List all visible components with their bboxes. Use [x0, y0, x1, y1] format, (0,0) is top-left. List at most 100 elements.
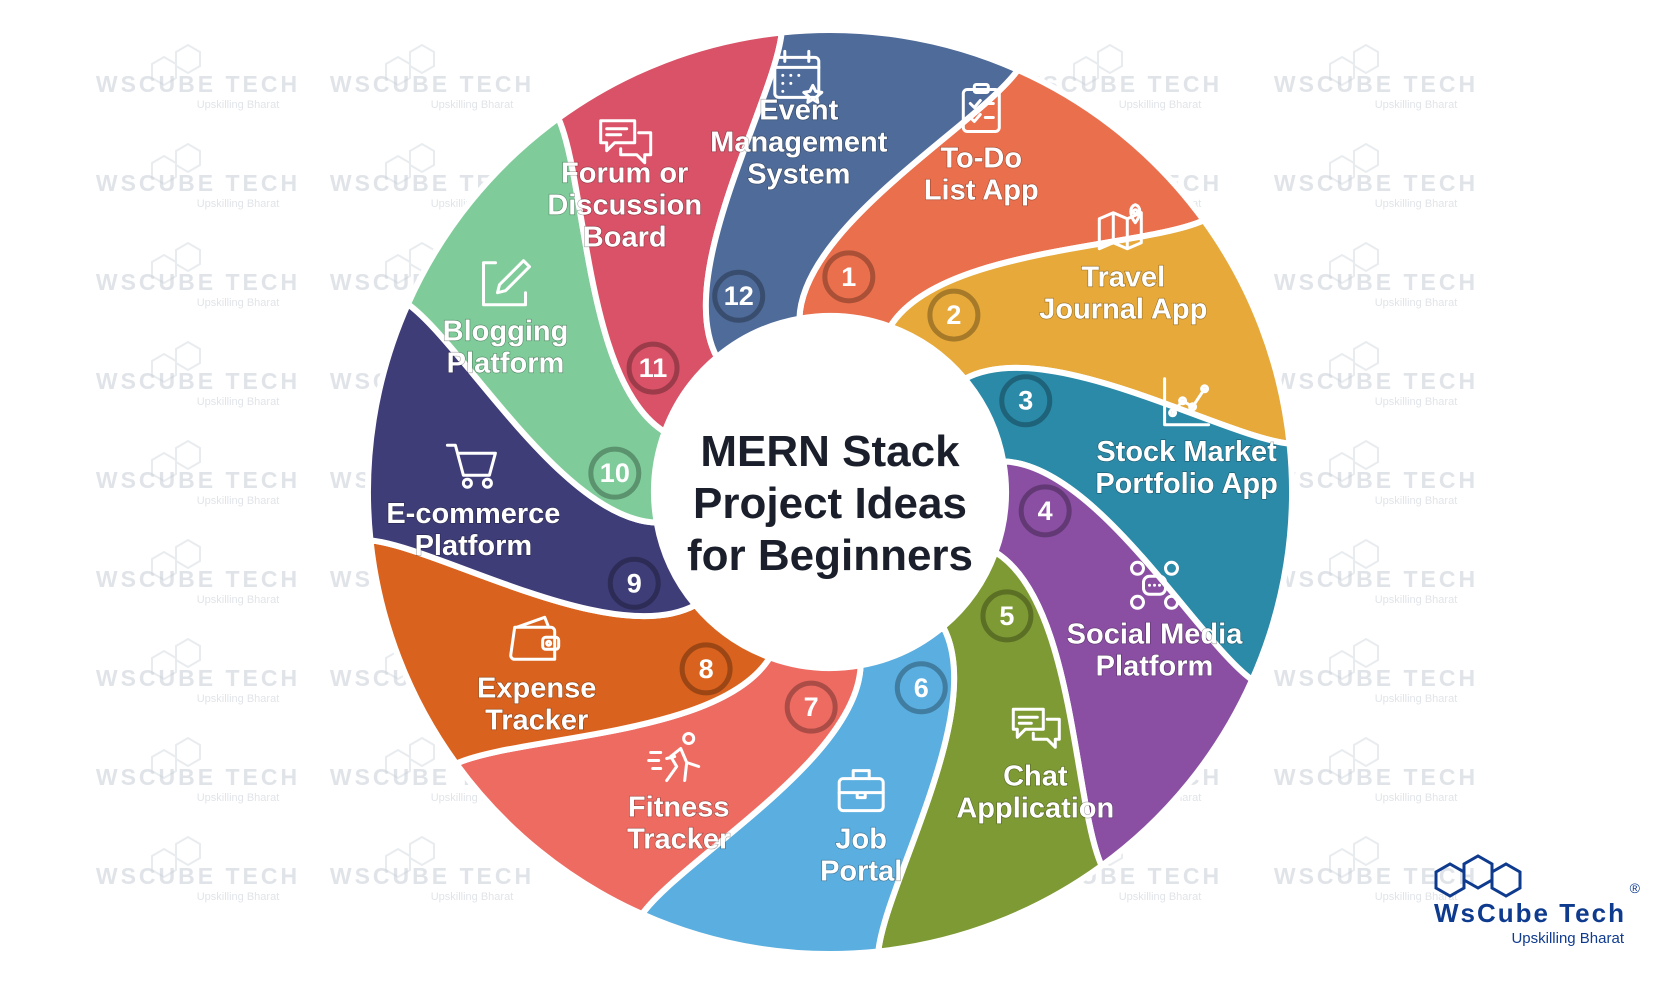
badge-number-8: 8	[699, 654, 714, 684]
badge-number-3: 3	[1018, 386, 1033, 416]
line-chart-icon	[1163, 377, 1211, 427]
svg-text:Upskilling Bharat: Upskilling Bharat	[197, 594, 280, 606]
chat-icon	[1011, 707, 1061, 749]
watermark-tile: WSCUBE TECH Upskilling Bharat	[96, 142, 300, 210]
svg-text:WSCUBE TECH: WSCUBE TECH	[1274, 764, 1478, 790]
number-badge-12: 12	[712, 269, 766, 323]
svg-text:Upskilling Bharat: Upskilling Bharat	[1375, 891, 1458, 903]
watermark-tile: WSCUBE TECH Upskilling Bharat	[1274, 43, 1478, 111]
svg-text:Upskilling Bharat: Upskilling Bharat	[197, 693, 280, 705]
edit-icon	[482, 259, 531, 307]
runner-icon	[647, 732, 701, 782]
svg-text:WSCUBE TECH: WSCUBE TECH	[96, 269, 300, 295]
segment-label-4-line-1: Social Media	[1067, 618, 1244, 650]
network-icon	[1130, 560, 1179, 610]
segment-label-5-line-1: Chat	[1003, 760, 1068, 792]
watermark-tile: WSCUBE TECH Upskilling Bharat	[1274, 142, 1478, 210]
watermark-tile: WSCUBE TECH Upskilling Bharat	[1274, 637, 1478, 705]
segment-12	[702, 26, 1021, 361]
watermark-tile: WSCUBE TECH Upskilling Bharat	[96, 637, 300, 705]
segment-label-5-line-2: Application	[956, 792, 1114, 824]
badge-number-11: 11	[639, 353, 668, 383]
svg-text:Upskilling Bharat: Upskilling Bharat	[1375, 198, 1458, 210]
segment-label-11-line-3: Board	[583, 222, 667, 254]
segment-label-12-line-2: Management	[710, 126, 888, 158]
segment-label-11-line-1: Forum or	[561, 158, 688, 190]
svg-text:Upskilling Bharat: Upskilling Bharat	[1119, 99, 1202, 111]
watermark-tile: WSCUBE TECH Upskilling Bharat	[96, 439, 300, 507]
svg-text:WSCUBE TECH: WSCUBE TECH	[96, 863, 300, 889]
svg-text:WSCUBE TECH: WSCUBE TECH	[1274, 665, 1478, 691]
svg-text:Upskilling Bharat: Upskilling Bharat	[1375, 297, 1458, 309]
number-badge-5: 5	[980, 589, 1034, 643]
badge-number-10: 10	[600, 458, 630, 488]
svg-text:WSCUBE TECH: WSCUBE TECH	[96, 170, 300, 196]
svg-text:Upskilling Bharat: Upskilling Bharat	[1375, 594, 1458, 606]
number-badge-2: 2	[927, 288, 981, 342]
svg-text:Upskilling Bharat: Upskilling Bharat	[197, 891, 280, 903]
number-badge-8: 8	[679, 642, 733, 696]
calendar-icon	[773, 49, 824, 104]
segment-label-8-line-1: Expense	[477, 672, 596, 704]
segment-label-3-line-1: Stock Market	[1096, 436, 1277, 468]
svg-text:WSCUBE TECH: WSCUBE TECH	[1274, 71, 1478, 97]
number-badge-9: 9	[607, 556, 661, 610]
segment-label-12-line-3: System	[747, 158, 850, 190]
number-badge-4: 4	[1018, 484, 1072, 538]
number-badge-7: 7	[784, 680, 838, 734]
watermark-tile: WSCUBE TECH Upskilling Bharat	[1274, 241, 1478, 309]
hexagon-logo-icon	[1434, 854, 1522, 898]
svg-text:Upskilling Bharat: Upskilling Bharat	[197, 297, 280, 309]
segment-label-7-line-1: Fitness	[628, 792, 730, 824]
svg-text:Upskilling Bharat: Upskilling Bharat	[197, 495, 280, 507]
segment-label-2-line-1: Travel	[1081, 262, 1165, 294]
svg-text:Upskilling Bharat: Upskilling Bharat	[197, 198, 280, 210]
svg-text:Upskilling Bharat: Upskilling Bharat	[431, 891, 514, 903]
svg-text:WSCUBE TECH: WSCUBE TECH	[1274, 170, 1478, 196]
segment-label-2-line-2: Journal App	[1039, 294, 1207, 326]
svg-text:WSCUBE TECH: WSCUBE TECH	[96, 467, 300, 493]
segment-label-3-line-2: Portfolio App	[1095, 468, 1278, 500]
wscube-tech-logo: ® WsCube Tech Upskilling Bharat	[1430, 852, 1640, 948]
logo-tagline: Upskilling Bharat	[1511, 930, 1624, 947]
svg-text:WSCUBE TECH: WSCUBE TECH	[96, 665, 300, 691]
number-badge-6: 6	[894, 661, 948, 715]
watermark-tile: WSCUBE TECH Upskilling Bharat	[96, 43, 300, 111]
center-title-line-2: Project Ideas	[693, 479, 967, 528]
number-badge-11: 11	[626, 341, 680, 395]
badge-number-1: 1	[841, 262, 856, 292]
segment-label-1-line-2: List App	[924, 175, 1039, 207]
badge-number-6: 6	[914, 673, 929, 703]
center-title: MERN Stack Project Ideas for Beginners	[687, 427, 973, 580]
segment-label-8-line-2: Tracker	[485, 704, 588, 736]
wallet-icon	[509, 615, 561, 661]
svg-text:Upskilling Bharat: Upskilling Bharat	[1375, 495, 1458, 507]
checklist-icon	[961, 83, 1001, 133]
segment-label-6-line-1: Job	[835, 824, 887, 856]
svg-text:WSCUBE TECH: WSCUBE TECH	[1274, 269, 1478, 295]
segment-label-9-line-2: Platform	[415, 530, 533, 562]
registered-mark: ®	[1629, 880, 1640, 896]
briefcase-icon	[837, 769, 885, 813]
svg-text:WSCUBE TECH: WSCUBE TECH	[96, 71, 300, 97]
svg-text:Upskilling Bharat: Upskilling Bharat	[197, 99, 280, 111]
svg-text:WSCUBE TECH: WSCUBE TECH	[96, 368, 300, 394]
number-badge-3: 3	[999, 374, 1053, 428]
cart-icon	[445, 443, 497, 489]
svg-text:Upskilling Bharat: Upskilling Bharat	[197, 792, 280, 804]
svg-text:Upskilling Bharat: Upskilling Bharat	[1375, 693, 1458, 705]
center-title-line-1: MERN Stack	[700, 427, 960, 476]
svg-text:Upskilling Bharat: Upskilling Bharat	[1375, 99, 1458, 111]
number-badge-10: 10	[588, 446, 642, 500]
badge-number-12: 12	[724, 281, 754, 311]
segment-label-11-line-2: Discussion	[547, 190, 702, 222]
svg-text:Upskilling Bharat: Upskilling Bharat	[431, 99, 514, 111]
svg-text:Upskilling Bharat: Upskilling Bharat	[197, 396, 280, 408]
